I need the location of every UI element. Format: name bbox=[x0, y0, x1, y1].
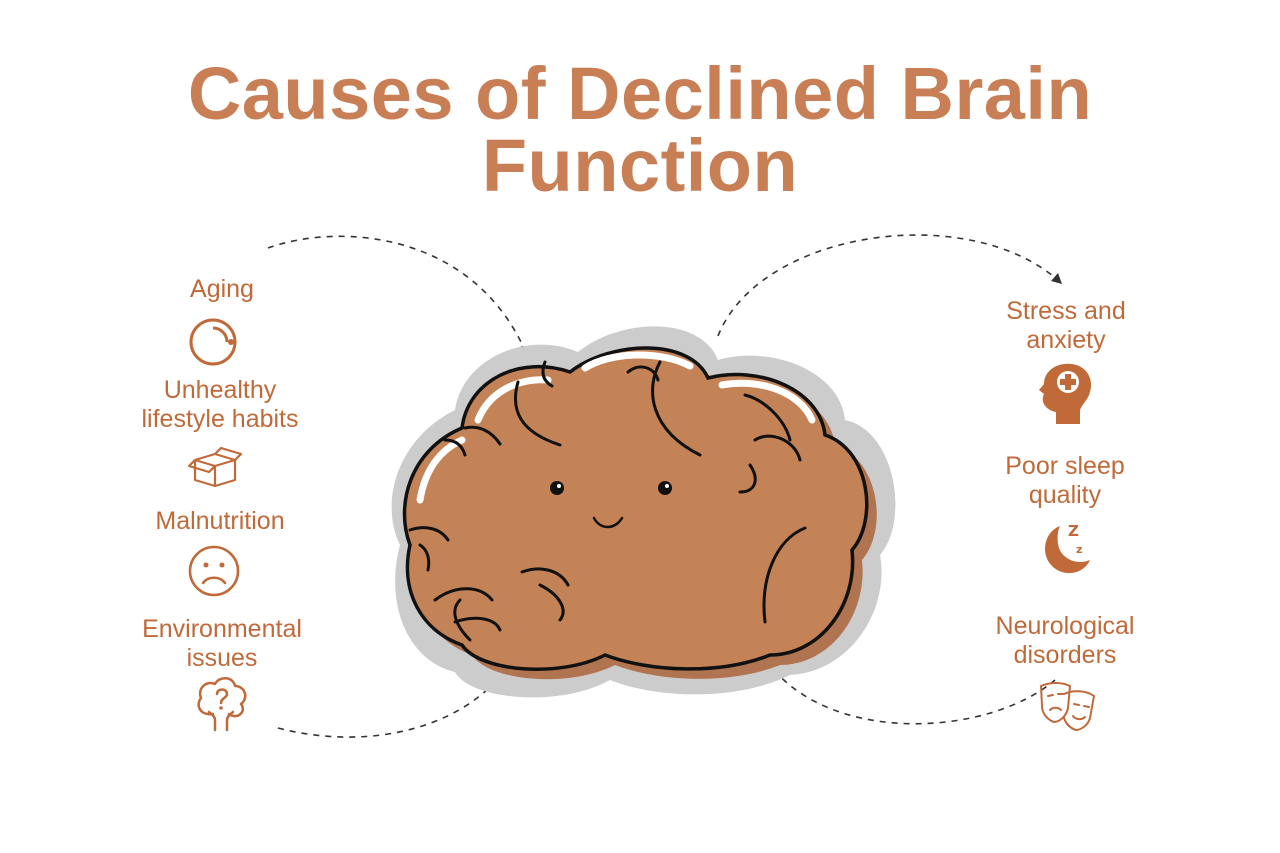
connector-top-right bbox=[717, 234, 1061, 337]
cause-label-stress-anxiety: Stress and anxiety bbox=[1006, 297, 1126, 354]
sad-face-icon bbox=[188, 545, 240, 597]
svg-text:Z: Z bbox=[1068, 522, 1079, 540]
cause-label-poor-sleep: Poor sleep quality bbox=[1005, 452, 1125, 509]
brain-face bbox=[550, 481, 672, 529]
page-title: Causes of Declined Brain Function bbox=[0, 52, 1280, 207]
svg-text:z: z bbox=[1076, 543, 1082, 556]
box-icon bbox=[187, 446, 243, 488]
brain-body bbox=[402, 346, 869, 671]
connector-bottom-right bbox=[773, 669, 1056, 725]
theater-masks-icon bbox=[1040, 682, 1095, 731]
title-line-2: Function bbox=[481, 124, 799, 207]
cause-label-malnutrition: Malnutrition bbox=[155, 507, 285, 535]
title-line-1: Causes of Declined Brain bbox=[187, 52, 1093, 135]
arrowhead-top-right bbox=[1051, 273, 1062, 284]
circle-arc-icon bbox=[189, 318, 237, 366]
cause-label-aging: Aging bbox=[190, 275, 254, 303]
moon-zz-icon: Z z bbox=[1045, 522, 1090, 574]
cause-label-unhealthy-lifestyle: Unhealthy lifestyle habits bbox=[141, 376, 299, 433]
tree-question-icon bbox=[197, 677, 247, 732]
cause-label-neurological: Neurological disorders bbox=[995, 612, 1135, 669]
cause-label-environmental: Environmental issues bbox=[142, 615, 302, 672]
head-medical-icon bbox=[1039, 363, 1092, 424]
